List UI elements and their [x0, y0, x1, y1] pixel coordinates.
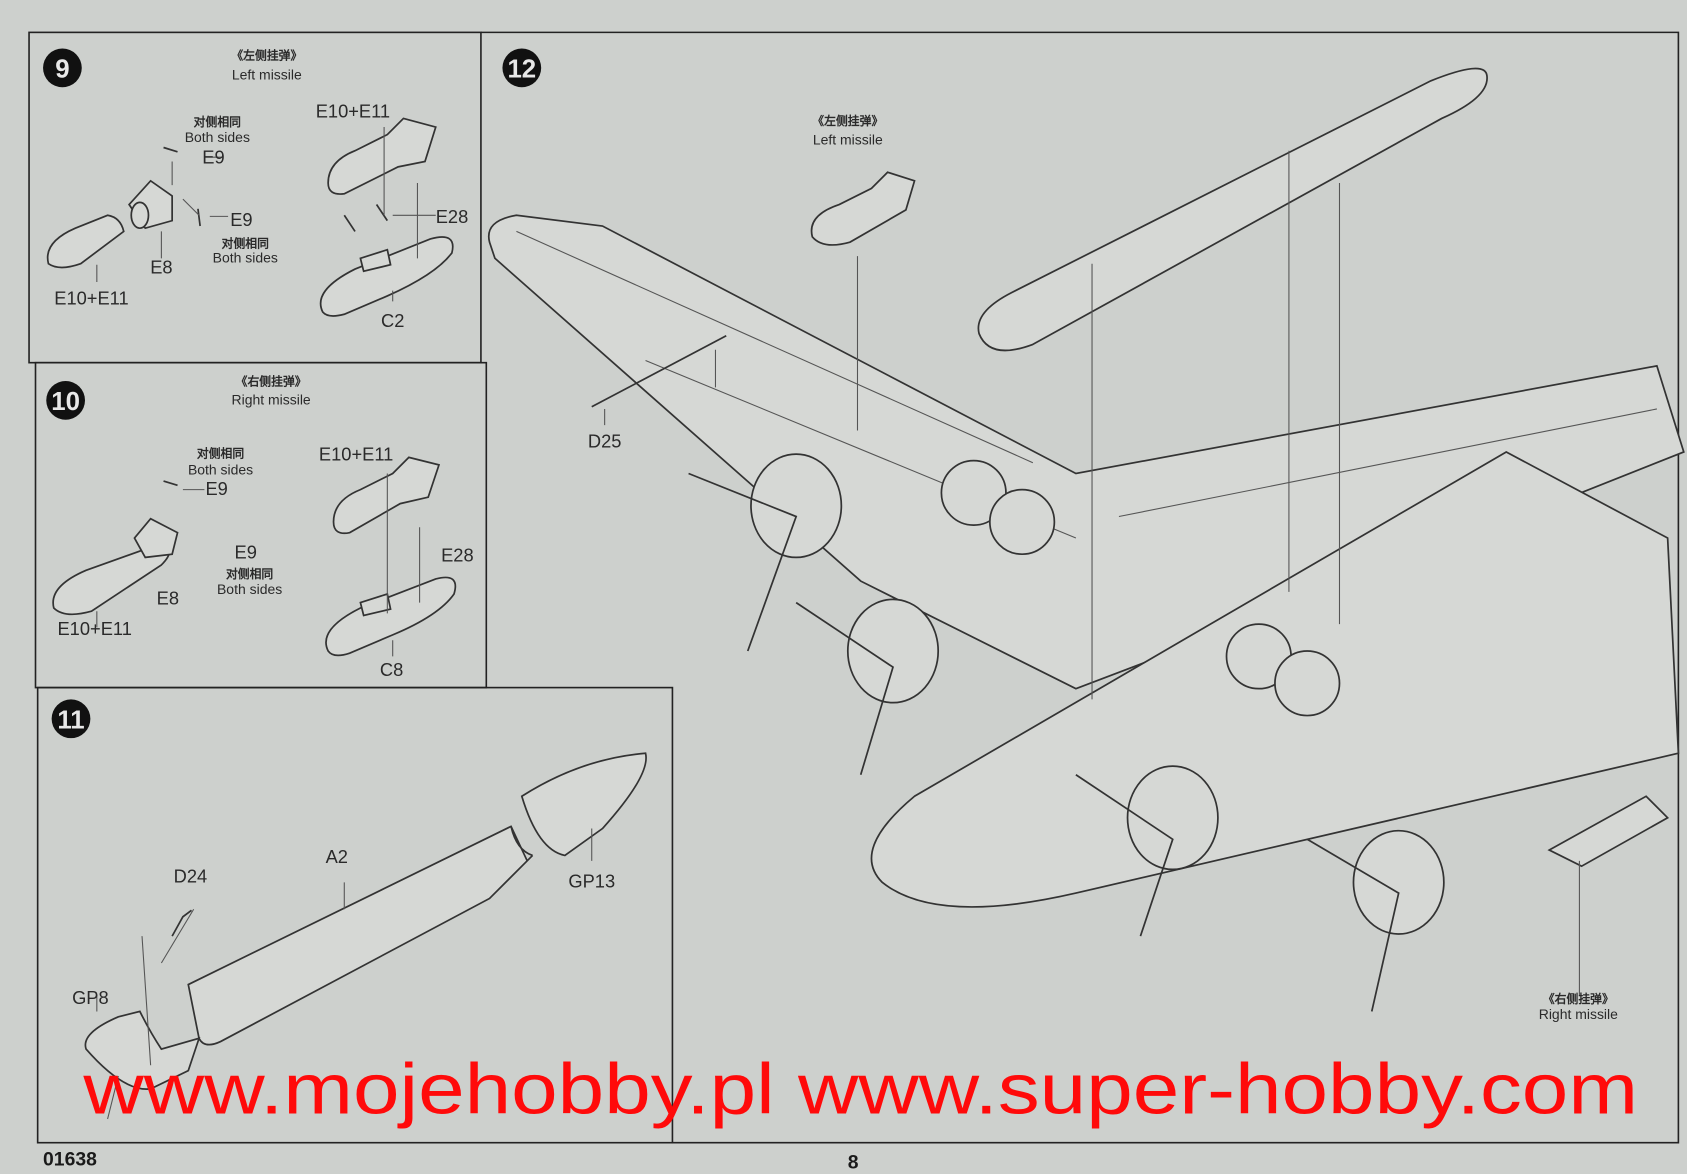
label-cn: 对侧相同 [222, 237, 269, 251]
step-title-cn: 《左侧挂弹》 [231, 48, 302, 62]
step-11: 11 D24 A2 GP13 GP8 [51, 699, 647, 1120]
step-number: 9 [55, 56, 69, 84]
part-label-e28: E28 [441, 545, 474, 566]
step-number: 12 [507, 56, 536, 84]
part-label-c8: C8 [380, 659, 403, 680]
step-title: Right missile [232, 392, 311, 408]
label-cn: 对侧相同 [226, 567, 273, 581]
step-title-cn: 《右侧挂弹》 [236, 374, 307, 388]
step-number-badge [43, 48, 82, 88]
part-label-e9: E9 [205, 478, 227, 499]
missile-parts-drawing [52, 456, 457, 657]
step-12-frame [480, 31, 1680, 1144]
part-label: Both sides [213, 250, 278, 266]
part-label-c2: C2 [381, 310, 404, 331]
part-label-e28: E28 [436, 206, 469, 227]
d25-part [591, 335, 727, 408]
part-label-e9: E9 [230, 209, 252, 230]
step-10: 10 《右侧挂弹》 Right missile 对侧相同 Both sides … [46, 374, 474, 680]
part-label-d24: D24 [174, 865, 208, 886]
landing-gear [940, 459, 1341, 717]
left-missile-part [810, 171, 916, 246]
step-number-badge [46, 380, 85, 420]
step-12: 12 《左侧挂弹》 Left missile D25 [487, 48, 1685, 1022]
step-number-badge [502, 48, 542, 88]
part-label-e10-e11: E10+E11 [57, 618, 131, 639]
part-label-e9: E9 [202, 147, 224, 168]
part-label-right-missile: Right missile [1539, 1006, 1618, 1022]
engines [688, 453, 1445, 1012]
assembly-guide-lines [604, 150, 1580, 996]
part-label-gp8: GP8 [72, 987, 109, 1008]
part-label: Both sides [217, 581, 282, 597]
part-label-e8: E8 [150, 256, 172, 277]
label-cn: 对侧相同 [197, 446, 244, 460]
missile-parts-drawing [46, 117, 454, 317]
part-label-e9: E9 [235, 541, 257, 562]
watermark: www.mojehobby.pl www.super-hobby.com [82, 1051, 1638, 1130]
part-label-e8: E8 [157, 588, 179, 609]
part-label-e10-e11: E10+E11 [54, 288, 128, 309]
step-number: 10 [51, 388, 80, 416]
part-label-e10-e11: E10+E11 [316, 100, 390, 121]
right-missile-part [1547, 795, 1670, 868]
label-cn: 对侧相同 [194, 115, 241, 129]
part-label-a2: A2 [326, 846, 348, 867]
part-label-e10-e11: E10+E11 [319, 444, 393, 465]
step-9: 9 《左侧挂弹》 Left missile 对侧相同 Both sides E9… [43, 48, 468, 331]
part-label: Both sides [188, 462, 253, 478]
step-number-badge [51, 699, 91, 739]
page-number: 8 [848, 1152, 859, 1174]
part-label: Both sides [185, 129, 250, 145]
aircraft-assembly-drawing [487, 67, 1685, 1012]
nacelle-parts-drawing [84, 752, 647, 1120]
part-label-d25: D25 [588, 431, 622, 452]
label-cn: 《右侧挂弹》 [1543, 992, 1614, 1006]
part-label-gp13: GP13 [568, 871, 615, 892]
kit-number: 01638 [43, 1148, 97, 1170]
label-cn: 《左侧挂弹》 [812, 114, 883, 128]
step-title: Left missile [232, 67, 302, 83]
step-frames [28, 31, 1680, 1144]
part-label-left-missile: Left missile [813, 131, 883, 147]
step-number: 11 [57, 706, 84, 734]
step-11-frame [36, 686, 674, 1144]
fuselage-top-part [977, 67, 1488, 352]
